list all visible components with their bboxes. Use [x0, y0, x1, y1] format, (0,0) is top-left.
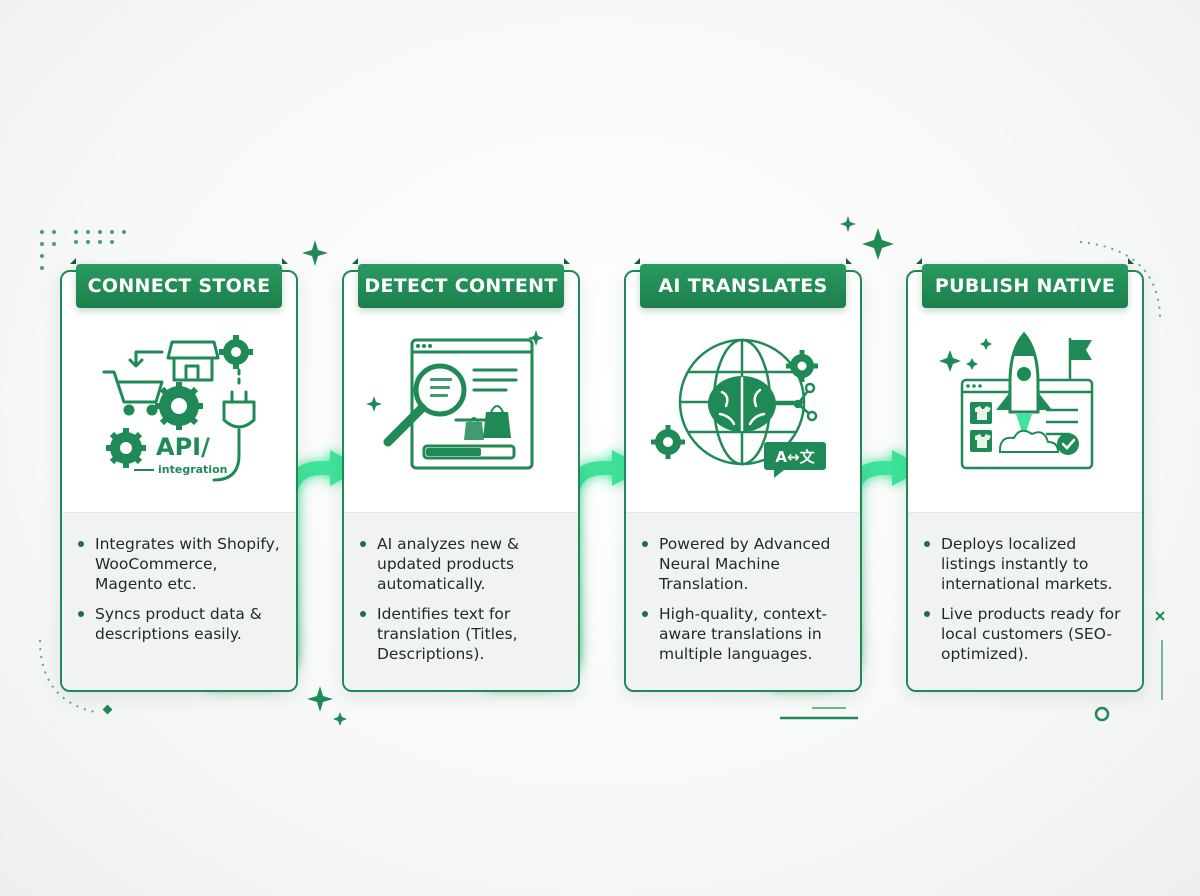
step-title-tab: DETECT CONTENT	[352, 258, 570, 308]
ai-globe-brain-icon: A↔文	[651, 338, 826, 478]
translate-badge: A↔文	[775, 448, 815, 466]
bullet-item: High-quality, context-aware translations…	[642, 604, 852, 664]
bullet-item: Deploys localized listings instantly to …	[924, 534, 1134, 594]
step-card-connect-store: CONNECT STORE	[60, 258, 298, 692]
rocket-launch-icon	[939, 331, 1094, 470]
step-title: DETECT CONTENT	[364, 275, 558, 297]
card-description-panel	[626, 512, 860, 690]
bullet-item: Identifies text for translation (Titles,…	[360, 604, 570, 664]
api-label: API/	[156, 433, 210, 461]
step-card-detect-content: DETECT CONTENT	[342, 258, 580, 692]
step-title: CONNECT STORE	[87, 275, 271, 297]
step-title: PUBLISH NATIVE	[934, 275, 1116, 297]
step-title-tab: AI TRANSLATES	[634, 258, 852, 308]
step-card-publish-native: PUBLISH NATIVE	[906, 258, 1144, 692]
step-bullets: AI analyzes new & updated products autom…	[360, 534, 570, 674]
card-description-panel	[62, 512, 296, 690]
bullet-item: Powered by Advanced Neural Machine Trans…	[642, 534, 852, 594]
content-scan-icon	[366, 330, 544, 470]
step-bullets: Powered by Advanced Neural Machine Trans…	[642, 534, 852, 674]
step-title: AI TRANSLATES	[658, 275, 828, 297]
bullet-item: Syncs product data & descriptions easily…	[78, 604, 288, 644]
integration-label: integration	[158, 463, 227, 476]
card-description-panel	[908, 512, 1142, 690]
card-description-panel	[344, 512, 578, 690]
bullet-item: Integrates with Shopify, WooCommerce, Ma…	[78, 534, 288, 594]
step-bullets: Deploys localized listings instantly to …	[924, 534, 1134, 674]
step-title-tab: PUBLISH NATIVE	[916, 258, 1134, 308]
step-bullets: Integrates with Shopify, WooCommerce, Ma…	[78, 534, 288, 654]
step-card-ai-translates: AI TRANSLATES	[624, 258, 862, 692]
step-title-tab: CONNECT STORE	[70, 258, 288, 308]
bullet-item: AI analyzes new & updated products autom…	[360, 534, 570, 594]
bullet-item: Live products ready for local customers …	[924, 604, 1134, 664]
store-integration-icon: API/ integration	[102, 335, 256, 482]
